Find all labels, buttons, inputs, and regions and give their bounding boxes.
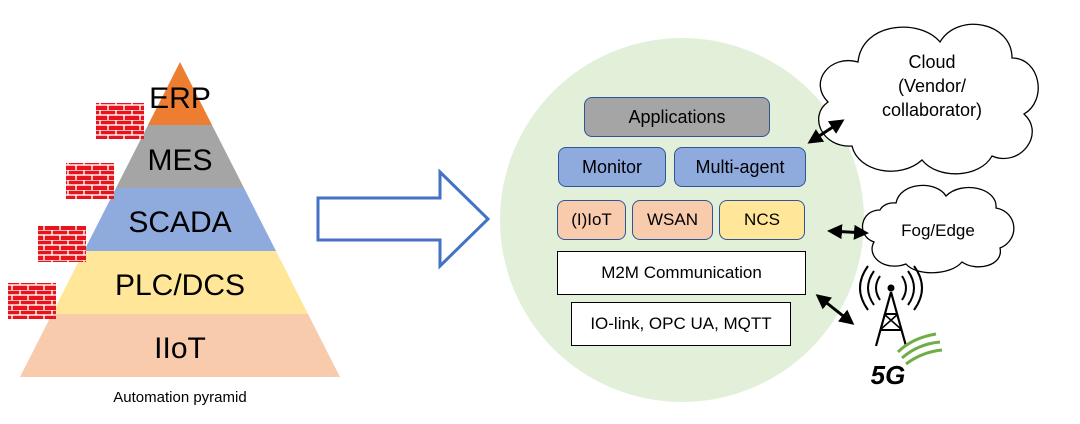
- wsan-box: WSAN: [632, 200, 713, 240]
- pyramid-label-erp: ERP: [149, 82, 211, 115]
- cloud-link-arrow: [807, 119, 845, 144]
- fog-edge-cloud-icon: [861, 184, 1015, 274]
- pyramid-label-scada: SCADA: [128, 206, 231, 239]
- firewall-icon: [8, 283, 56, 319]
- firewall-icon: [38, 226, 86, 262]
- 5g-tower-icon: [859, 265, 943, 366]
- multi-agent-box: Multi-agent: [674, 147, 806, 187]
- firewall-icon: [96, 103, 144, 139]
- pyramid-level-iiot: [20, 314, 340, 377]
- fog-link-arrow: [827, 224, 869, 240]
- pyramid-level-erp: [148, 62, 212, 125]
- pyramid-label-plc-dcs: PLC/DCS: [115, 269, 245, 302]
- iiot-box: (I)IoT: [557, 200, 626, 240]
- firewall-icon: [66, 163, 114, 199]
- monitor-box: Monitor: [558, 147, 666, 187]
- pyramid-level-plc-dcs: [52, 251, 308, 314]
- m2m-communication-box: M2M Communication: [557, 251, 806, 295]
- automation-pyramid: ERP MES SCADA PLC/DCS IIoT Automation py…: [8, 62, 340, 406]
- cloud-label-line3: collaborator): [882, 100, 982, 120]
- 5g-label: 5G: [871, 360, 906, 390]
- protocols-box: IO-link, OPC UA, MQTT: [571, 302, 791, 346]
- applications-box: Applications: [584, 97, 770, 137]
- pyramid-level-scada: [84, 188, 276, 251]
- ncs-box: NCS: [719, 200, 805, 240]
- fog-edge-label: Fog/Edge: [901, 221, 975, 240]
- 5g-link-arrow: [815, 294, 855, 325]
- cloud-label-line2: (Vendor/: [898, 76, 966, 96]
- transition-arrow: [316, 168, 491, 270]
- pyramid-label-mes: MES: [147, 144, 212, 177]
- pyramid-label-iiot: IIoT: [154, 332, 206, 365]
- pyramid-caption: Automation pyramid: [113, 389, 246, 406]
- pyramid-level-mes: [116, 125, 244, 188]
- cloud-label-line1: Cloud: [908, 52, 955, 72]
